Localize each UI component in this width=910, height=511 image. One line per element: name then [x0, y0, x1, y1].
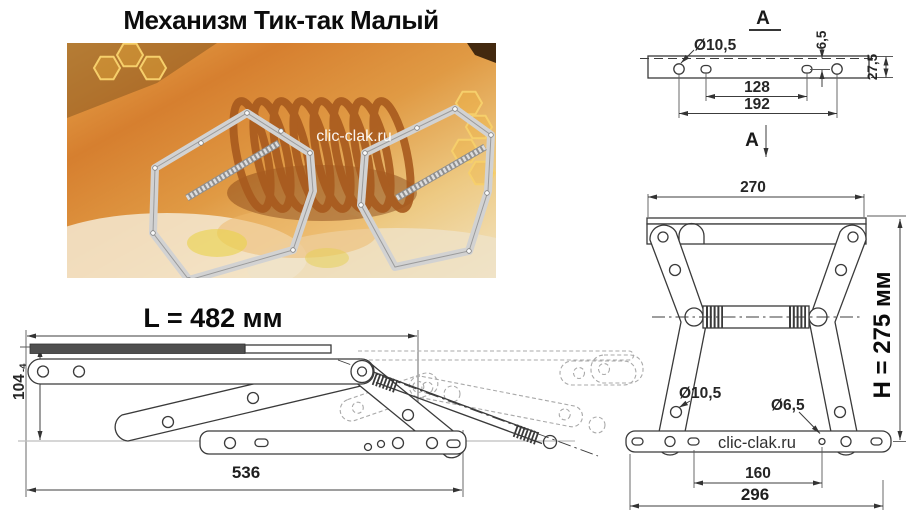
side-view-drawing: L = 482 мм 104 -4	[11, 303, 637, 497]
tension-spring-side	[337, 359, 599, 457]
bracket-catch-tab	[678, 222, 705, 244]
bar-height-dimension: 27,5	[865, 53, 893, 80]
hole-diameter-leader	[680, 49, 695, 64]
folded-height-dim-label: 104	[11, 374, 28, 400]
photo-watermark: clic-clak.ru	[316, 128, 392, 145]
folded-height-tolerance-label: -4	[18, 363, 29, 372]
side-mechanism	[27, 343, 599, 459]
length-dim-label: L = 482 мм	[143, 303, 282, 333]
offset-dim-label: 6,5	[814, 30, 829, 49]
small-hole-diameter-leader	[798, 411, 821, 434]
metal-frame-right	[357, 105, 495, 271]
height-dimension: H = 275 мм	[867, 215, 906, 442]
right-leg	[808, 224, 867, 456]
bottom-rail-holes	[631, 435, 883, 448]
top-rail	[646, 217, 867, 225]
frame-rivets	[150, 106, 494, 283]
upper-arm	[27, 358, 375, 385]
ghost-link-front	[590, 354, 644, 384]
slot-spacing-dim-label: 128	[744, 79, 770, 96]
top-width-dimension: 270	[647, 179, 865, 217]
base-width-dim-label: 296	[741, 485, 769, 504]
base-length-dim-label: 536	[232, 463, 260, 482]
seat-plank	[29, 343, 246, 354]
bar-holes	[673, 63, 843, 75]
page-title: Механизм Тик-так Малый	[123, 5, 439, 35]
bar-height-dim-label: 27,5	[865, 53, 880, 80]
small-hole-diameter-label: Ø6,5	[771, 397, 805, 414]
bottom-rail	[625, 430, 892, 453]
hole-spacing-dim-label: 192	[744, 96, 770, 113]
front-hole-diameter-label: Ø10,5	[679, 385, 722, 402]
metal-frame-left	[149, 109, 317, 284]
section-label-bottom: A	[745, 130, 759, 151]
leg-holes	[657, 231, 859, 419]
top-view-drawing: A Ø10,5 6,5 27,5	[640, 8, 893, 157]
height-dim-label: H = 275 мм	[869, 272, 896, 399]
rail-watermark: clic-clak.ru	[718, 434, 796, 452]
base-width-dimension: 296	[629, 454, 884, 510]
section-label-top: A	[756, 8, 770, 29]
spring-hook	[542, 434, 558, 450]
seat-plank-extension	[244, 344, 332, 354]
offset-dimension: 6,5	[810, 30, 830, 87]
slot-spacing-dimension: 128	[705, 73, 808, 101]
slot-spacing-dimension-front: 160	[693, 447, 823, 488]
front-mechanism: clic-clak.ru	[625, 217, 892, 456]
tension-spring-front	[652, 305, 860, 329]
left-leg	[649, 224, 708, 456]
hole-diameter-label: Ø10,5	[694, 37, 737, 54]
front-hole-diameter-leader	[678, 400, 691, 408]
honeycomb-pattern	[92, 42, 497, 186]
top-width-dim-label: 270	[740, 179, 766, 196]
hole-spacing-dimension: 192	[678, 74, 838, 118]
slot-spacing-front-dim-label: 160	[745, 465, 771, 482]
front-view-drawing: 270	[590, 179, 906, 510]
